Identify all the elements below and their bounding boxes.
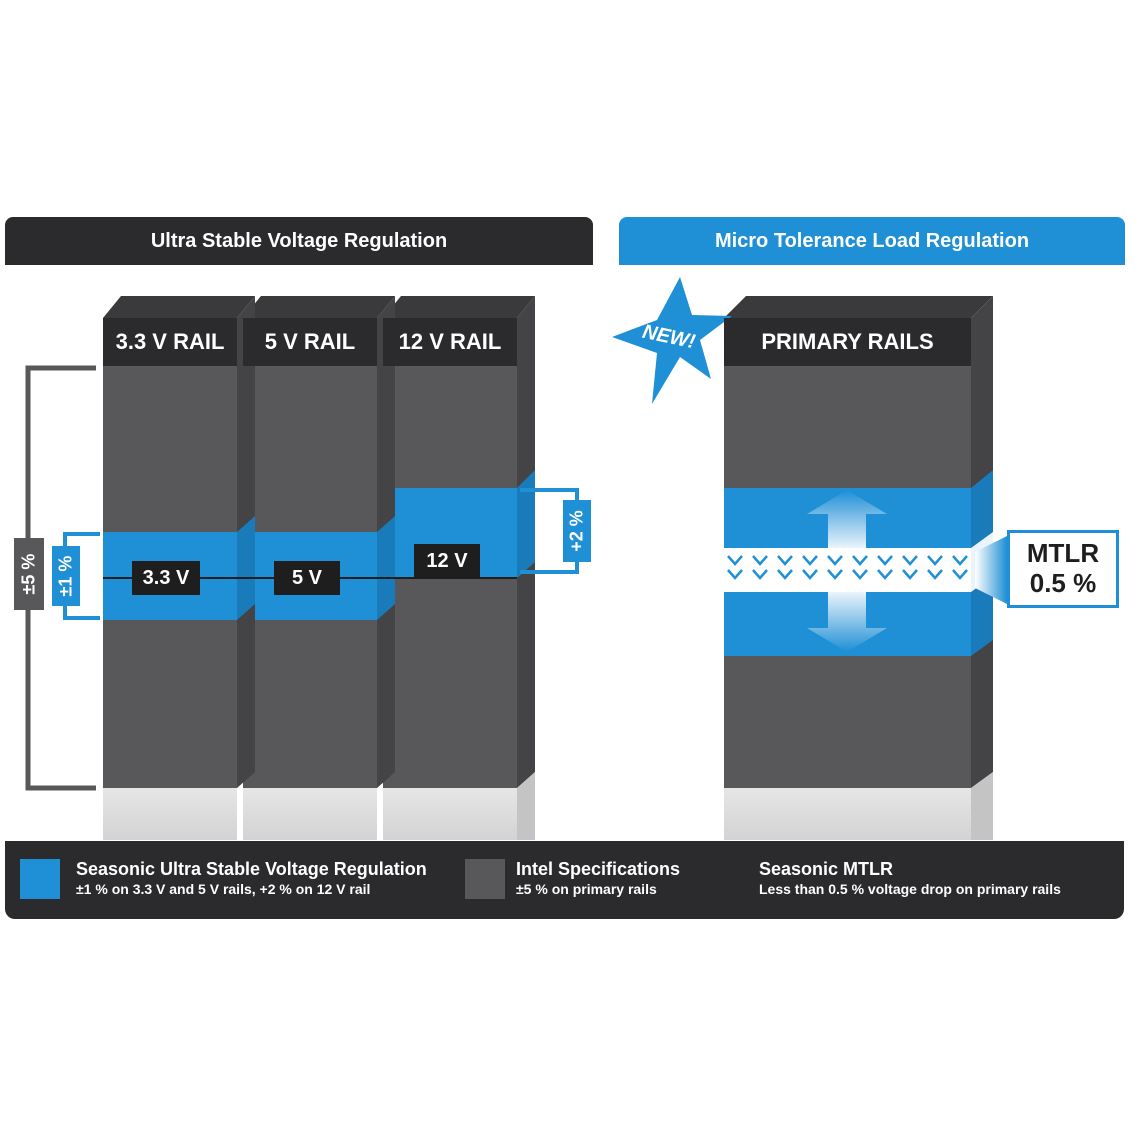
mtlr-chevrons: [727, 555, 968, 580]
legend: Seasonic Ultra Stable Voltage Regulation…: [5, 841, 1124, 919]
chevron-mark: [952, 555, 968, 566]
rail-12v-name: 12 V RAIL: [398, 329, 502, 354]
chevron-mark: [827, 569, 843, 580]
arrow-up-icon: [807, 490, 887, 548]
legend-seasonic-subtitle: ±1 % on 3.3 V and 5 V rails, +2 % on 12 …: [76, 881, 371, 897]
rail-5v-name: 5 V RAIL: [264, 329, 356, 354]
intel-tolerance-text: ±5 %: [18, 553, 39, 595]
legend-mtlr-subtitle: Less than 0.5 % voltage drop on primary …: [759, 881, 1061, 897]
chevron-mark: [802, 569, 818, 580]
chevron-mark: [727, 555, 743, 566]
voltage-12v-label: 12 V: [414, 544, 480, 578]
rail-3v3-label: 3.3 V RAIL: [103, 318, 237, 366]
low-rail-tolerance-tag: [52, 546, 80, 606]
arrow-down-icon: [807, 592, 887, 652]
voltage-12v-value: 12 V: [426, 549, 468, 572]
right-section-header: Micro Tolerance Load Regulation: [619, 217, 1125, 265]
low-rail-tolerance-text: ±1 %: [55, 555, 76, 597]
voltage-5v-value: 5 V: [291, 566, 323, 589]
primary-rails-label: PRIMARY RAILS: [724, 318, 971, 366]
chevron-mark: [752, 555, 768, 566]
chevron-mark: [927, 569, 943, 580]
left-header-title: Ultra Stable Voltage Regulation: [150, 229, 448, 252]
twelve-volt-tolerance-tag: [563, 500, 591, 562]
voltage-3v3-value: 3.3 V: [142, 566, 190, 589]
chevron-mark: [727, 569, 743, 580]
legend-mtlr-title: Seasonic MTLR: [759, 859, 894, 879]
primary-rails-name: PRIMARY RAILS: [761, 329, 934, 354]
mtlr-callout: MTLR 0.5 %: [1007, 530, 1119, 608]
chevron-mark: [877, 569, 893, 580]
mtlr-strip: [724, 548, 971, 592]
voltage-5v-label: 5 V: [274, 561, 340, 595]
chevron-mark: [927, 555, 943, 566]
rail-12v-label: 12 V RAIL: [383, 318, 517, 366]
chevron-mark: [852, 569, 868, 580]
chevron-mark: [877, 555, 893, 566]
chevron-mark: [902, 555, 918, 566]
legend-seasonic-title: Seasonic Ultra Stable Voltage Regulation: [76, 859, 427, 879]
chevron-mark: [802, 555, 818, 566]
legend-intel-subtitle: ±5 % on primary rails: [516, 881, 657, 897]
new-star-icon: [612, 277, 732, 404]
chevron-mark: [852, 555, 868, 566]
left-section-header: Ultra Stable Voltage Regulation: [5, 217, 593, 265]
right-header-title: Micro Tolerance Load Regulation: [714, 229, 1030, 252]
legend-swatch-seasonic: [20, 859, 60, 899]
rail-5v-column: [243, 296, 395, 840]
rail-3v3-column: [103, 296, 255, 840]
mtlr-connector: [975, 536, 1007, 604]
intel-tolerance-tag: [14, 538, 44, 610]
mtlr-name: MTLR: [1026, 538, 1100, 569]
primary-rails-column: [724, 296, 993, 840]
twelve-volt-tolerance-text: +2 %: [566, 510, 587, 552]
rail-3v3-name: 3.3 V RAIL: [115, 329, 225, 354]
chevron-mark: [752, 569, 768, 580]
mtlr-value: 0.5 %: [1029, 568, 1097, 598]
chevron-mark: [777, 555, 793, 566]
legend-swatch-intel: [465, 859, 505, 899]
chevron-mark: [902, 569, 918, 580]
chevron-mark: [827, 555, 843, 566]
legend-intel-title: Intel Specifications: [516, 859, 681, 879]
chevron-mark: [952, 569, 968, 580]
voltage-3v3-label: 3.3 V: [132, 561, 200, 595]
rail-5v-label: 5 V RAIL: [243, 318, 377, 366]
chevron-mark: [777, 569, 793, 580]
